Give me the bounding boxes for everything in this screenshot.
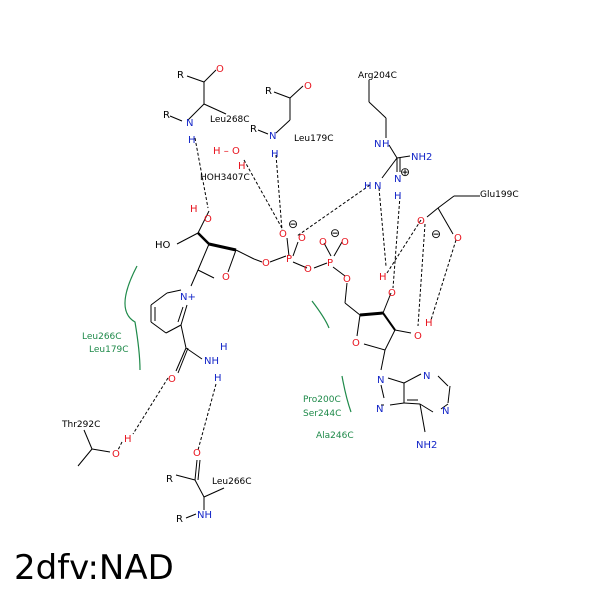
nitrogen-label: N: [186, 118, 193, 129]
residue-label: Arg204C: [358, 71, 397, 81]
residue-label: Glu199C: [480, 190, 519, 200]
oxygen-label: O: [343, 274, 351, 285]
r-group-label: R: [177, 70, 184, 81]
oxygen-label: O: [319, 237, 327, 248]
nitrogen-label: N: [269, 131, 276, 142]
residue-label: Leu268C: [210, 115, 250, 125]
hydrophobic-residue-label: Leu266C: [82, 332, 122, 342]
hydrogen-label: H: [382, 139, 390, 150]
hydrophobic-residue-label: Pro200C: [303, 395, 341, 405]
oxygen-label: O: [341, 237, 349, 248]
amine-label: NH2: [411, 152, 432, 163]
hydrogen-label: H: [220, 342, 228, 353]
residue-label: Thr292C: [61, 420, 100, 430]
oxygen-label: O: [388, 288, 396, 299]
nitrogen-label: N: [374, 139, 381, 150]
oxygen-label: O: [279, 229, 287, 240]
oxygen-label: O: [262, 258, 270, 269]
r-group-label: R: [166, 474, 173, 485]
hydrogen-label: H: [425, 318, 433, 329]
oxygen-label: O: [417, 216, 425, 227]
residue-label: Leu266C: [212, 477, 252, 487]
oxygen-label: O: [204, 214, 212, 225]
atom-labels: R O R N H Leu268C R O R N H Leu179C H – …: [61, 64, 519, 525]
hydrogen-label: H: [271, 149, 279, 160]
nitrogen-label: N: [423, 371, 430, 382]
oxygen-label: O: [216, 64, 224, 75]
hydrophobic-arcs: [124, 265, 352, 413]
hydrogen-label: H: [379, 272, 387, 283]
hydrophobic-residue-label: Ser244C: [303, 409, 341, 419]
hydrogen-label: H: [124, 434, 132, 445]
residue-label: HOH3407C: [200, 173, 250, 183]
hydrogen-label: H: [190, 204, 198, 215]
water-o-label: O: [232, 146, 240, 157]
oxygen-label: O: [304, 81, 312, 92]
r-group-label: R: [265, 86, 272, 97]
hydrogen-label: H: [394, 191, 402, 202]
r-group-label: R: [163, 110, 170, 121]
oxygen-label: O: [222, 272, 230, 283]
positive-charge-icon: ⊕: [400, 165, 410, 179]
oxygen-label: O: [352, 338, 360, 349]
oxygen-label: O: [168, 374, 176, 385]
amine-label: NH2: [416, 440, 437, 451]
nitrogen-label: N+: [180, 292, 196, 303]
residue-label: Leu179C: [294, 134, 334, 144]
amine-label: NH: [204, 356, 219, 367]
bonds: [77, 69, 480, 519]
hydrogen-label: H: [364, 181, 372, 192]
r-group-label: R: [176, 514, 183, 525]
hydrophobic-labels: Leu266C Leu179C Pro200C Ser244C Ala246C: [82, 332, 354, 441]
nitrogen-label: N: [377, 375, 384, 386]
oxygen-label: O: [298, 233, 306, 244]
amine-label: NH: [197, 510, 212, 521]
oxygen-label: O: [304, 264, 312, 275]
nitrogen-label: N: [374, 181, 381, 192]
oxygen-label: O: [112, 449, 120, 460]
hydrophobic-residue-label: Leu179C: [89, 345, 129, 355]
phosphorus-label: P: [286, 254, 292, 265]
water-h-label: H –: [213, 146, 229, 157]
hydrogen-label: H: [188, 135, 196, 146]
nitrogen-label: N: [376, 404, 383, 415]
nitrogen-label: N: [394, 174, 401, 185]
negative-charge-icon: ⊖: [330, 226, 340, 240]
oxygen-label: O: [454, 233, 462, 244]
oxygen-label: O: [193, 448, 201, 459]
hydroxyl-label: HO: [155, 240, 171, 251]
diagram-title: 2dfv:NAD: [14, 548, 174, 588]
nitrogen-label: N: [442, 406, 449, 417]
hydrogen-label: H: [214, 373, 222, 384]
hydrogen-bonds: [117, 137, 457, 451]
negative-charge-icon: ⊖: [431, 227, 441, 241]
oxygen-label: O: [414, 331, 422, 342]
r-group-label: R: [250, 124, 257, 135]
phosphorus-label: P: [327, 258, 333, 269]
hydrophobic-residue-label: Ala246C: [316, 431, 354, 441]
water-h-label: H: [238, 161, 246, 172]
negative-charge-icon: ⊖: [288, 217, 298, 231]
